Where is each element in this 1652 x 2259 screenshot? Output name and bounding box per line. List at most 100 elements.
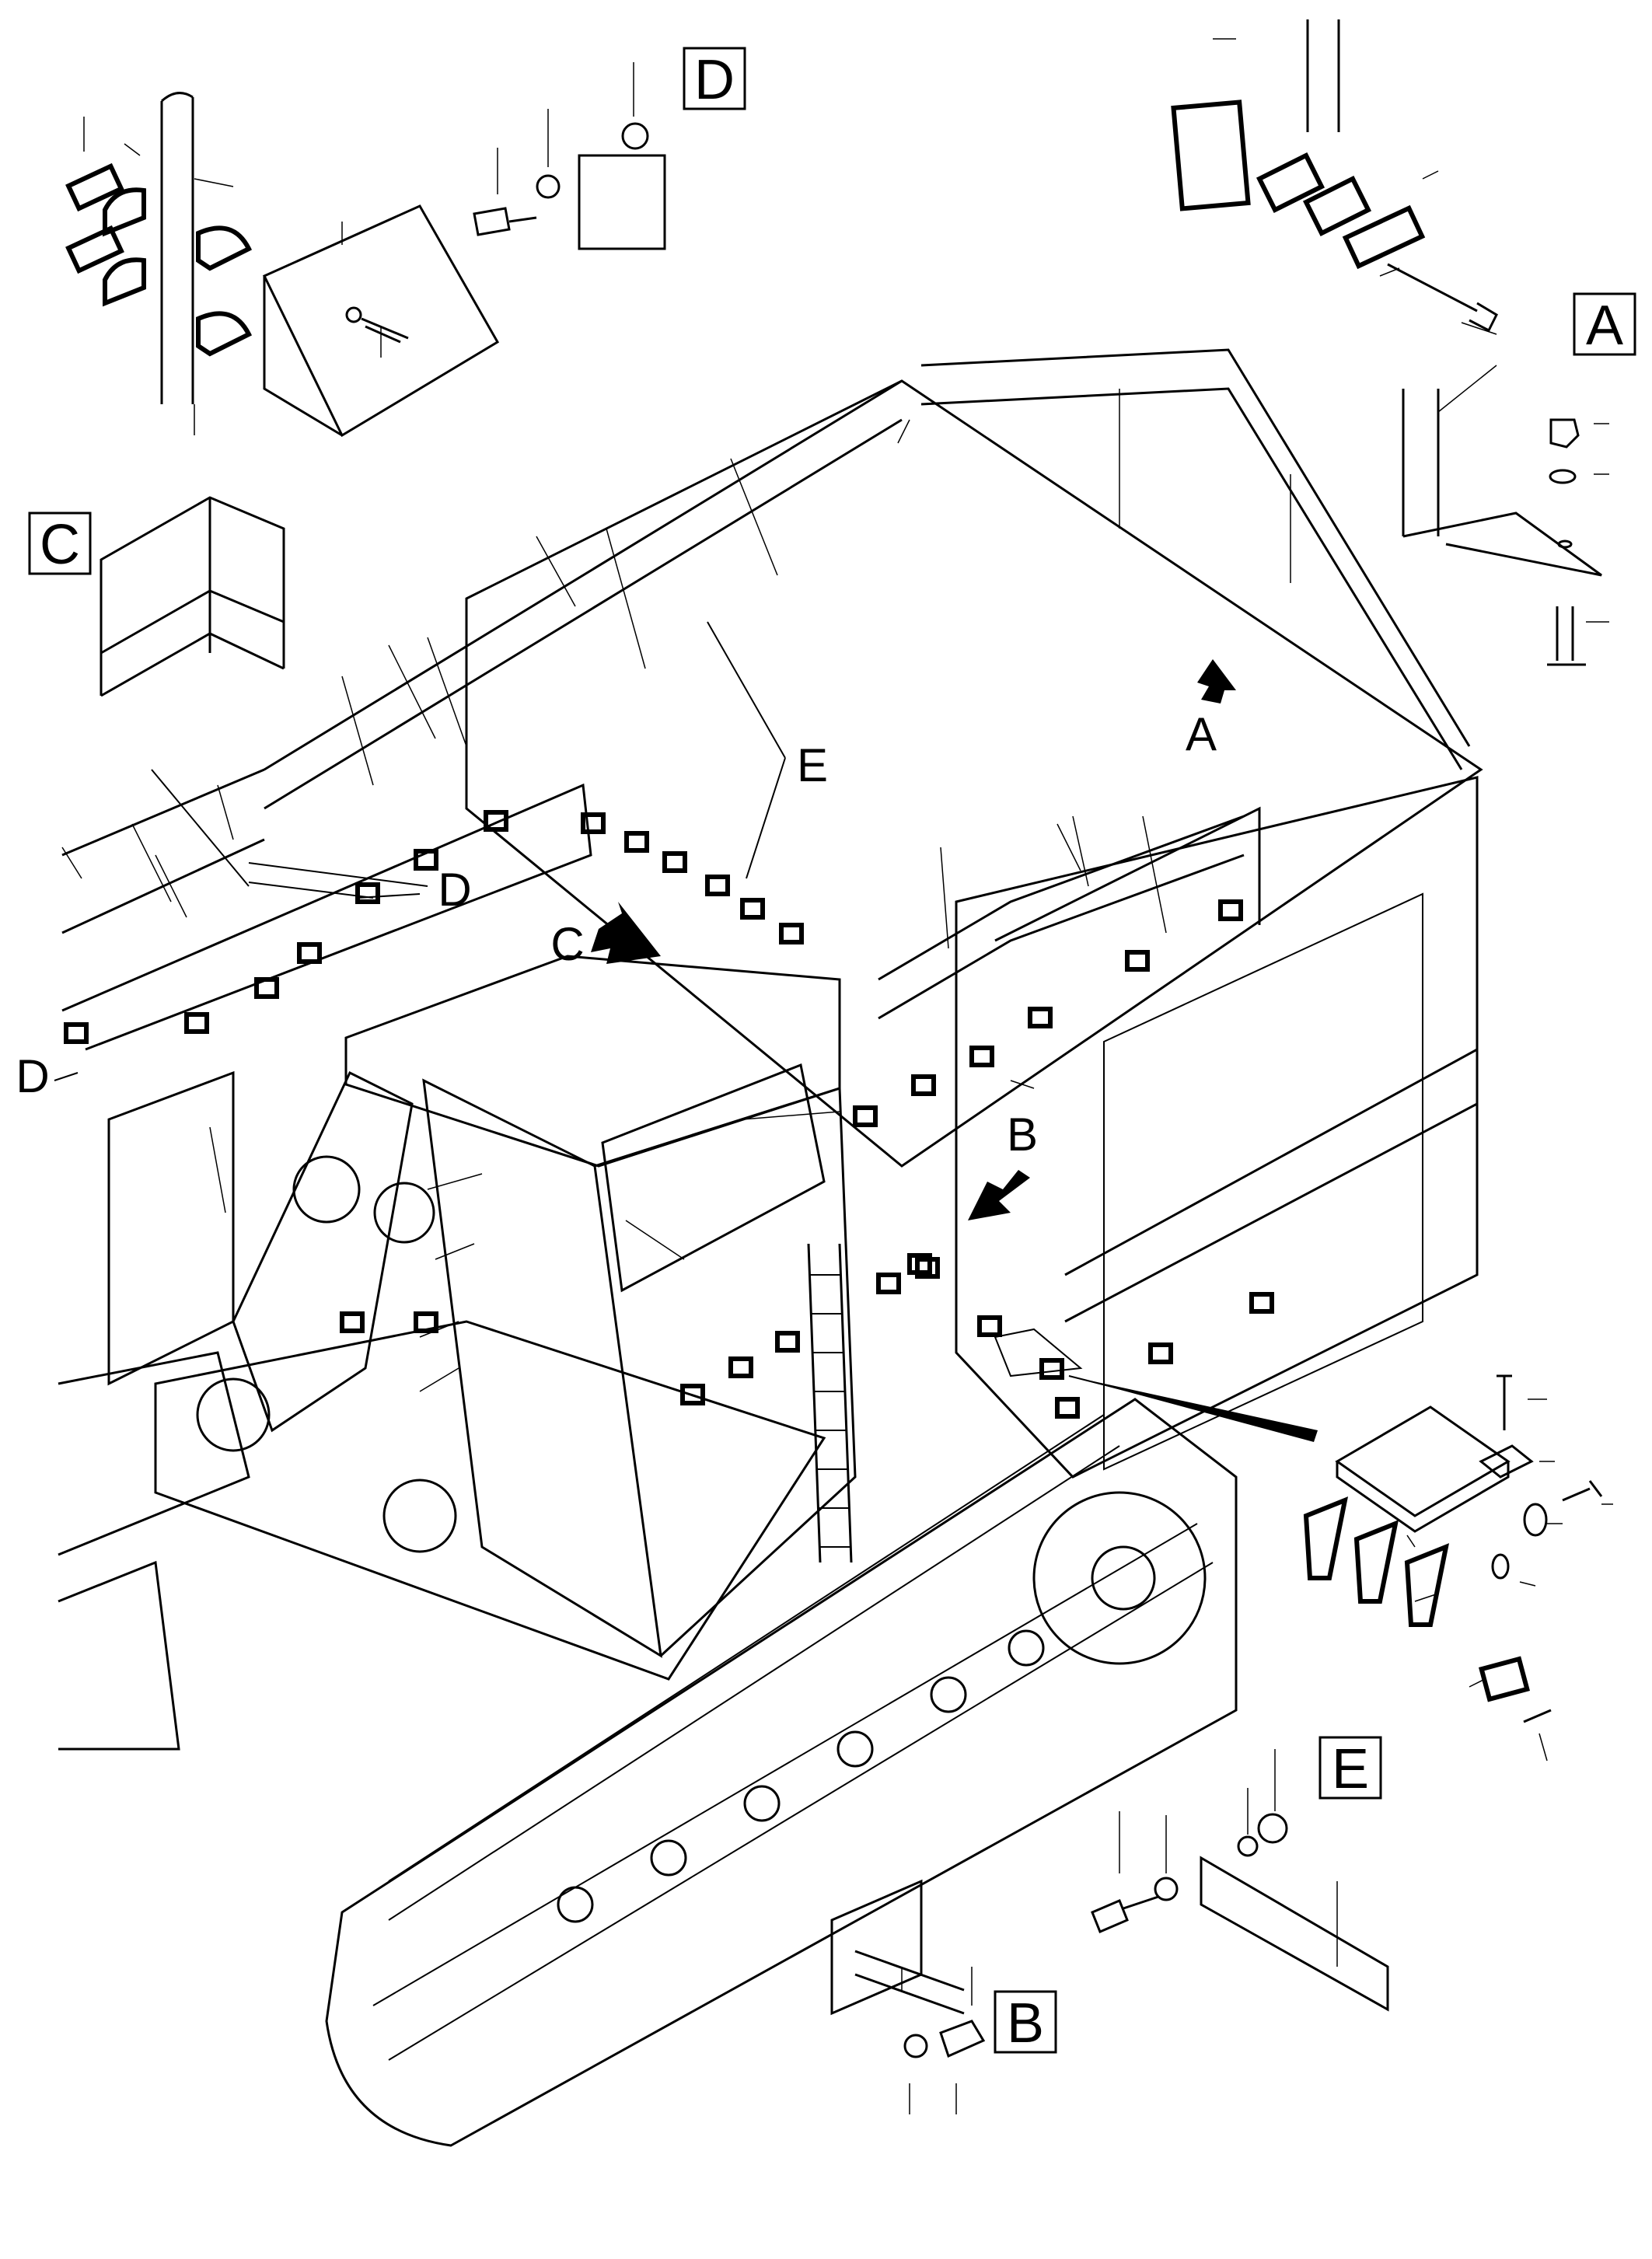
bracket-plate (262, 204, 500, 438)
rail-mount (414, 1311, 438, 1333)
pipe (160, 92, 194, 404)
hex-bolt (1562, 1480, 1603, 1502)
view-arrow-c (591, 902, 661, 964)
stud (1547, 606, 1586, 666)
track-shoes (372, 1414, 1214, 2061)
callout-view-a: A (1186, 708, 1217, 760)
detail-b-label-box (994, 1990, 1057, 2054)
view-arrow-a (1197, 659, 1236, 704)
clamp-half (196, 311, 253, 357)
callout-ref-e: E (797, 739, 828, 791)
rail-mounts (64, 810, 1274, 1419)
radiator-grille (1103, 892, 1423, 1471)
rail-mount (1028, 1007, 1053, 1028)
callout-ref-d-2: D (16, 1050, 49, 1102)
idler-hub (1091, 1545, 1156, 1611)
bolt (361, 317, 409, 344)
pin (854, 1950, 965, 2015)
nut-plate (1479, 1444, 1534, 1479)
hex-bolt (473, 207, 537, 236)
upper-railing (61, 348, 1471, 1051)
detail-a-label-box (1573, 292, 1636, 356)
washer (903, 2034, 928, 2058)
rail-mount (775, 1331, 800, 1353)
clamp-plate (1342, 204, 1426, 270)
track-roller (650, 1839, 687, 1877)
track-roller (930, 1676, 967, 1713)
rail-mount (340, 1311, 365, 1333)
rail-mount (779, 923, 804, 944)
pin (373, 1182, 435, 1244)
leader-lines (61, 389, 1291, 1392)
track-roller (1008, 1629, 1045, 1667)
rail-mount (662, 851, 687, 873)
railing-post (1402, 389, 1440, 536)
clamp-half (1256, 152, 1325, 214)
hex-bolt (1091, 1895, 1159, 1933)
track-frame (325, 1398, 1238, 2147)
washer (345, 306, 362, 323)
clamp-half (103, 257, 146, 307)
rail-mount (484, 810, 508, 832)
end-plate (1479, 1656, 1530, 1702)
rail-mount (414, 849, 438, 871)
leader-lines (1406, 1398, 1613, 1761)
view-arrow-b (968, 1170, 1030, 1220)
washer (1237, 1835, 1259, 1857)
grating-plate (1335, 1405, 1511, 1533)
deck-outline (465, 379, 1483, 1168)
track-roller (557, 1886, 594, 1923)
rail-mount (184, 1012, 209, 1034)
clamp-half (103, 187, 146, 237)
cab-body (422, 1078, 857, 1658)
rail-mount (969, 1046, 994, 1067)
left-track (58, 1351, 250, 1751)
rail-mount (64, 1022, 89, 1044)
spacer (1491, 1553, 1510, 1580)
grating-step (994, 1328, 1083, 1377)
step-detail-view (1303, 1374, 1613, 1761)
detail-c-label: C (40, 514, 80, 576)
side-railing (878, 806, 1479, 1323)
operator-cab (344, 955, 841, 1168)
track-roller (836, 1730, 874, 1768)
detail-d-label-box (683, 47, 746, 110)
rail-mount (581, 812, 606, 834)
corner-railing (100, 496, 285, 697)
hex-nut (621, 122, 649, 150)
detail-e-view: E (1091, 1736, 1389, 2012)
idler-wheel (1032, 1491, 1207, 1665)
detail-e-label-box (1318, 1736, 1382, 1800)
detail-e-label: E (1332, 1738, 1369, 1800)
clamp-plate (65, 162, 124, 212)
rail-mount (705, 875, 730, 896)
rail-mount (1039, 1358, 1064, 1380)
excavator-upper-structure (54, 348, 1483, 2147)
rail-mount (254, 977, 279, 999)
hex-nut (1549, 418, 1580, 449)
hex-bolt (939, 2020, 986, 2058)
ladder-rungs (809, 1274, 850, 1548)
clamp-half (196, 225, 253, 271)
rail-mount (853, 1105, 878, 1127)
rail-mount (1148, 1342, 1173, 1364)
leader-lines (1119, 1749, 1338, 1967)
washer (1549, 469, 1577, 484)
hex-bolt (1387, 263, 1498, 333)
detail-b-label: B (1007, 1992, 1044, 2055)
detail-d-label: D (694, 49, 735, 111)
counterweight-block (107, 1070, 235, 1386)
clamp-plate (1171, 100, 1251, 211)
spacer (1523, 1503, 1548, 1537)
screw (1497, 1374, 1512, 1430)
rail-mount (355, 882, 380, 904)
cab-window (601, 1063, 826, 1293)
small-bolt (1523, 1709, 1552, 1723)
track-roller (382, 1479, 457, 1553)
washer (536, 174, 561, 199)
detail-d-view: D (65, 47, 746, 438)
detail-c-view: C (28, 496, 285, 697)
rail-mount (1218, 899, 1243, 921)
pipe (1306, 19, 1340, 132)
pointer-wedge (1069, 1376, 1318, 1442)
